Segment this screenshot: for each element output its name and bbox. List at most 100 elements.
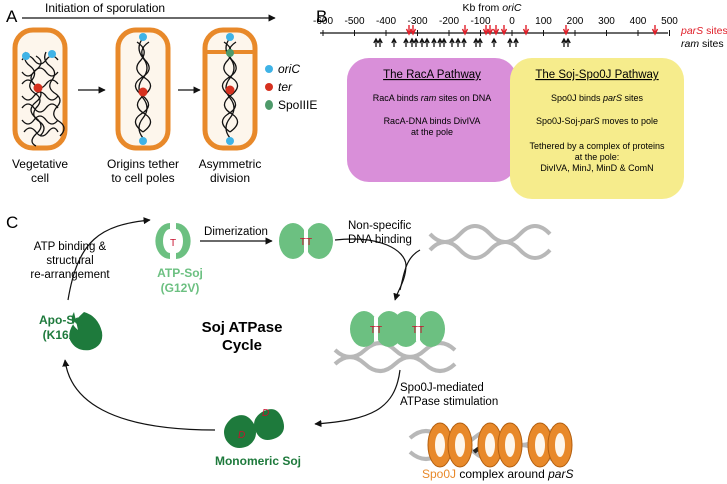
kb-tick-label: 0 <box>509 16 515 27</box>
soj-line4: at the pole: <box>575 152 620 162</box>
monomeric-soj-label: Monomeric Soj <box>215 454 301 468</box>
ram-site-arrow <box>449 37 455 47</box>
kb-tick-label: -500 <box>344 16 364 27</box>
ram-sites-label: ram sites <box>681 38 724 50</box>
soj-spo0j-pathway-box <box>510 58 684 199</box>
sporulation-header: Initiation of sporulation <box>45 1 165 15</box>
ram-site-arrow <box>491 37 497 47</box>
pars-site-arrow <box>486 25 494 36</box>
legend-ter-label: ter <box>278 80 293 94</box>
oric-dot <box>226 33 234 41</box>
ram-arrows <box>373 37 571 47</box>
spo0j-complex <box>408 422 573 468</box>
raca-line3: at the pole <box>411 127 453 137</box>
pars-site-arrow <box>409 25 417 36</box>
panel-b-label: B <box>316 7 327 26</box>
vegetative-cell <box>12 27 68 151</box>
pars-site-arrow <box>651 25 659 36</box>
ram-site-arrow <box>461 37 467 47</box>
tethered-cell <box>115 27 171 151</box>
legend-oric-label: oriC <box>278 62 300 76</box>
atp-soj-name: ATP-Soj <box>157 266 203 280</box>
oric-dot <box>139 137 147 145</box>
cell2-caption-line1: Origins tether <box>107 157 179 171</box>
cell1-caption-line2: cell <box>31 171 49 185</box>
spoiiie-dot <box>226 49 234 57</box>
ram-site-arrow <box>419 37 425 47</box>
apo-soj-monomer <box>69 312 103 351</box>
oric-dot <box>48 50 56 58</box>
tt-label: TT <box>300 237 312 248</box>
atp-binding-line1: ATP binding & <box>34 241 107 253</box>
pars-site-arrow <box>461 25 469 36</box>
kb-tick-label: -300 <box>407 16 427 27</box>
ram-site-arrow <box>477 37 483 47</box>
apo-soj-mutant: (K16A) <box>43 328 82 342</box>
kb-tick-marks <box>322 30 670 36</box>
t-label: T <box>170 238 176 249</box>
kb-axis-title: Kb from oriC <box>463 2 522 14</box>
pars-arrows <box>405 25 659 36</box>
atp-soj-mutant: (G12V) <box>161 281 200 295</box>
raca-pathway-title: The RacA Pathway <box>383 69 481 81</box>
kb-tick-label: -200 <box>439 16 459 27</box>
arrow-monomer-to-apo <box>62 359 216 431</box>
dna-bound-dimers: TT TT <box>333 311 457 373</box>
stimulation-line1: Spo0J-mediated <box>400 382 484 394</box>
oric-dot <box>226 137 234 145</box>
cycle-title-line1: Soj ATPase <box>202 319 283 336</box>
legend-spoiiie-swatch <box>265 100 273 110</box>
soj-line2: Spo0J-Soj-parS moves to pole <box>536 116 658 126</box>
arrow-dna-binding <box>334 238 407 301</box>
kb-tick-label: -400 <box>376 16 396 27</box>
atp-soj-monomer: T <box>155 223 191 259</box>
arrow-dna-join <box>399 249 421 291</box>
free-dna-helix <box>428 224 552 260</box>
ram-site-arrow <box>441 37 447 47</box>
cycle-title-line2: Cycle <box>222 337 262 354</box>
oric-dot <box>22 52 30 60</box>
soj-line5: DivIVA, MinJ, MinD & ComN <box>540 163 653 173</box>
kb-tick-label: 200 <box>567 16 584 27</box>
ram-site-arrow <box>455 37 461 47</box>
arrow-stimulation <box>314 369 401 428</box>
kb-tick-label: -600 <box>313 16 333 27</box>
ram-site-arrow <box>565 37 571 47</box>
tt-label: TT <box>412 325 424 336</box>
arrow-apo-to-atp <box>67 217 151 301</box>
cell3-caption-line2: division <box>210 171 250 185</box>
pars-site-arrow <box>562 25 570 36</box>
atp-soj-dimer: TT <box>279 223 333 259</box>
raca-line1: RacA binds ram sites on DNA <box>373 93 492 103</box>
kb-tick-label: 500 <box>661 16 678 27</box>
ter-dot <box>33 83 43 93</box>
panel-c-label: C <box>6 213 18 232</box>
legend-spoiiie-label: SpoIIIE <box>278 98 317 112</box>
ram-site-arrow <box>409 37 415 47</box>
ram-site-arrow <box>413 37 419 47</box>
ram-site-arrow <box>377 37 383 47</box>
pars-site-arrow <box>522 25 530 36</box>
kb-tick-label: -100 <box>470 16 490 27</box>
legend-oric-swatch <box>265 65 273 73</box>
ram-site-arrow <box>507 37 513 47</box>
soj-line3: Tethered by a complex of proteins <box>529 141 665 151</box>
ter-dot <box>138 87 148 97</box>
d-label: D <box>262 408 269 419</box>
soj-line1: Spo0J binds parS sites <box>551 93 644 103</box>
soj-pathway-title: The Soj-Spo0J Pathway <box>535 69 659 81</box>
kb-tick-label: 300 <box>598 16 615 27</box>
ram-site-arrow <box>513 37 519 47</box>
dimerization-label: Dimerization <box>204 226 268 238</box>
cell3-caption-line1: Asymmetric <box>199 157 262 171</box>
tt-label: TT <box>370 325 382 336</box>
ter-dot <box>225 85 235 95</box>
ram-site-arrow <box>437 37 443 47</box>
apo-soj-name: Apo-Soj <box>39 313 85 327</box>
ram-site-arrow <box>431 37 437 47</box>
legend-ter-swatch <box>265 83 273 91</box>
pars-sites-label: parS sites <box>680 25 727 37</box>
pars-site-arrow <box>500 25 508 36</box>
